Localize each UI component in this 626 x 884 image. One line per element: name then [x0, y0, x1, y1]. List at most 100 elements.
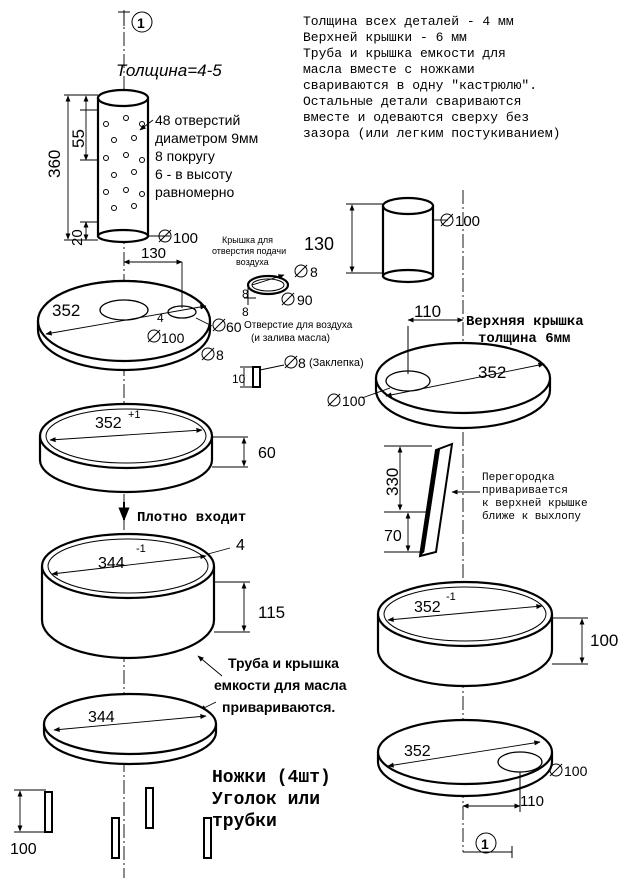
general-notes: Толщина всех деталей - 4 мм Верхней крыш… — [303, 14, 560, 141]
svg-text:4: 4 — [236, 537, 245, 554]
svg-text:100: 100 — [10, 841, 37, 858]
svg-text:352: 352 — [95, 415, 122, 432]
pipe-dimensions: 360 55 20 100 — [45, 94, 198, 247]
svg-text:330: 330 — [383, 468, 402, 496]
svg-text:8: 8 — [242, 305, 249, 319]
air-hole-note: Отверстие для воздуха (и залива масла) — [244, 320, 353, 344]
svg-text:Труба и крышка емкости для: Труба и крышка емкости для — [303, 46, 506, 61]
svg-text:115: 115 — [258, 603, 285, 622]
svg-text:352: 352 — [478, 363, 506, 382]
svg-text:100: 100 — [564, 763, 588, 779]
top-cover: 352 110 100 — [327, 302, 552, 430]
svg-text:вместе и одеваются сверху без: вместе и одеваются сверху без — [303, 110, 529, 125]
svg-text:(Заклепка): (Заклепка) — [309, 357, 364, 369]
cap-dims: 8 90 — [281, 264, 318, 308]
svg-text:352: 352 — [404, 743, 431, 760]
svg-text:130: 130 — [141, 245, 166, 262]
holes-note: 48 отверстий диаметром 9мм 8 покругу 6 -… — [139, 112, 258, 200]
section-mark-bottom: 1 — [463, 832, 513, 858]
svg-text:+1: +1 — [128, 409, 141, 421]
section-mark-top: 1 — [118, 11, 153, 33]
svg-text:диаметром 9мм: диаметром 9мм — [155, 130, 258, 146]
partition: 330 70 — [383, 442, 454, 558]
section-mark-label: 1 — [137, 15, 145, 31]
left-pot: 344 -1 4 115 — [40, 532, 285, 660]
svg-text:8: 8 — [298, 355, 306, 371]
svg-text:100: 100 — [455, 213, 480, 230]
svg-text:Отверстие для воздуха: Отверстие для воздуха — [244, 320, 353, 331]
right-bottom-plate: 352 100 110 — [376, 718, 588, 812]
legs: 100 — [10, 787, 212, 859]
svg-text:8 покругу: 8 покругу — [155, 148, 215, 164]
svg-text:344: 344 — [88, 709, 115, 726]
svg-text:110: 110 — [414, 302, 441, 321]
right-ring: 352 -1 100 — [376, 580, 618, 688]
svg-text:100: 100 — [161, 330, 185, 346]
svg-text:352: 352 — [414, 599, 441, 616]
left-plate-dims: 352 130 4 100 60 8 — [52, 245, 242, 363]
svg-text:Плотно входит: Плотно входит — [137, 510, 246, 526]
svg-text:-1: -1 — [136, 543, 146, 555]
legs-note: Ножки (4шт) Уголок или трубки — [212, 768, 331, 832]
svg-text:55: 55 — [69, 129, 88, 148]
svg-text:Крышка для: Крышка для — [222, 235, 273, 245]
svg-text:10: 10 — [232, 372, 246, 386]
top-cover-note: Верхняя крышка толщина 6мм — [466, 314, 584, 347]
svg-text:ближе к выхлопу: ближе к выхлопу — [482, 510, 581, 523]
svg-text:344: 344 — [98, 555, 125, 572]
svg-text:воздуха: воздуха — [236, 257, 269, 267]
svg-text:Труба и крышка: Труба и крышка — [228, 655, 339, 671]
svg-text:емкости для масла: емкости для масла — [214, 677, 347, 693]
svg-text:-1: -1 — [446, 591, 456, 603]
air-cap-label: Крышка для отверстия подачи воздуха — [212, 235, 286, 267]
svg-text:привариваются.: привариваются. — [222, 699, 335, 715]
svg-text:8: 8 — [310, 264, 318, 280]
svg-text:Ножки (4шт): Ножки (4шт) — [212, 768, 331, 788]
svg-text:100: 100 — [342, 393, 366, 409]
rivet: 10 8 (Заклепка) — [232, 355, 364, 388]
svg-text:60: 60 — [226, 319, 242, 335]
svg-text:360: 360 — [45, 150, 64, 178]
svg-text:70: 70 — [384, 528, 402, 545]
svg-text:4: 4 — [157, 311, 164, 325]
svg-text:100: 100 — [173, 230, 198, 247]
svg-text:отверстия подачи: отверстия подачи — [212, 246, 286, 256]
svg-text:1: 1 — [481, 836, 489, 852]
air-cap: 8 8 — [242, 274, 290, 319]
svg-text:130: 130 — [304, 234, 334, 254]
svg-text:(и залива масла): (и залива масла) — [251, 333, 330, 344]
left-top-plate — [36, 279, 212, 372]
svg-text:Верхняя крышка: Верхняя крышка — [466, 314, 584, 330]
svg-text:Перегородка: Перегородка — [482, 472, 555, 484]
svg-text:110: 110 — [520, 793, 544, 810]
svg-text:равномерно: равномерно — [155, 184, 234, 200]
svg-text:8: 8 — [242, 287, 249, 301]
svg-text:Толщина всех деталей - 4 мм: Толщина всех деталей - 4 мм — [303, 14, 514, 29]
svg-text:100: 100 — [590, 631, 618, 650]
svg-text:толщина 6мм: толщина 6мм — [478, 331, 570, 347]
svg-text:к верхней крышке: к верхней крышке — [482, 498, 588, 510]
svg-text:свариваются в одну "кастрюлю".: свариваются в одну "кастрюлю". — [303, 78, 537, 93]
svg-text:20: 20 — [69, 229, 86, 246]
svg-text:трубки: трубки — [212, 811, 277, 832]
svg-text:масла вместе с ножками: масла вместе с ножками — [303, 62, 475, 77]
perforated-pipe — [96, 88, 150, 244]
tight-fit-note: Плотно входит — [118, 502, 246, 526]
thickness-label: Толщина=4-5 — [116, 61, 222, 80]
svg-text:48 отверстий: 48 отверстий — [155, 112, 240, 128]
svg-text:Верхней крышки - 6 мм: Верхней крышки - 6 мм — [303, 30, 467, 45]
svg-text:352: 352 — [52, 301, 80, 320]
welded-note: Труба и крышка емкости для масла привари… — [197, 655, 347, 715]
svg-text:90: 90 — [297, 292, 313, 308]
svg-text:приваривается: приваривается — [482, 485, 568, 497]
svg-text:8: 8 — [216, 347, 224, 363]
svg-text:6 - в высоту: 6 - в высоту — [155, 166, 232, 182]
partition-note: Перегородка приваривается к верхней крыш… — [451, 472, 588, 523]
right-pipe: 130 100 — [304, 196, 480, 284]
svg-text:Уголок или: Уголок или — [212, 790, 320, 810]
svg-text:зазора (или легким постукивани: зазора (или легким постукиванием) — [303, 126, 560, 141]
left-ring: 352 +1 60 — [38, 402, 276, 494]
svg-text:60: 60 — [258, 445, 276, 462]
svg-text:Остальные детали свариваются: Остальные детали свариваются — [303, 94, 521, 109]
